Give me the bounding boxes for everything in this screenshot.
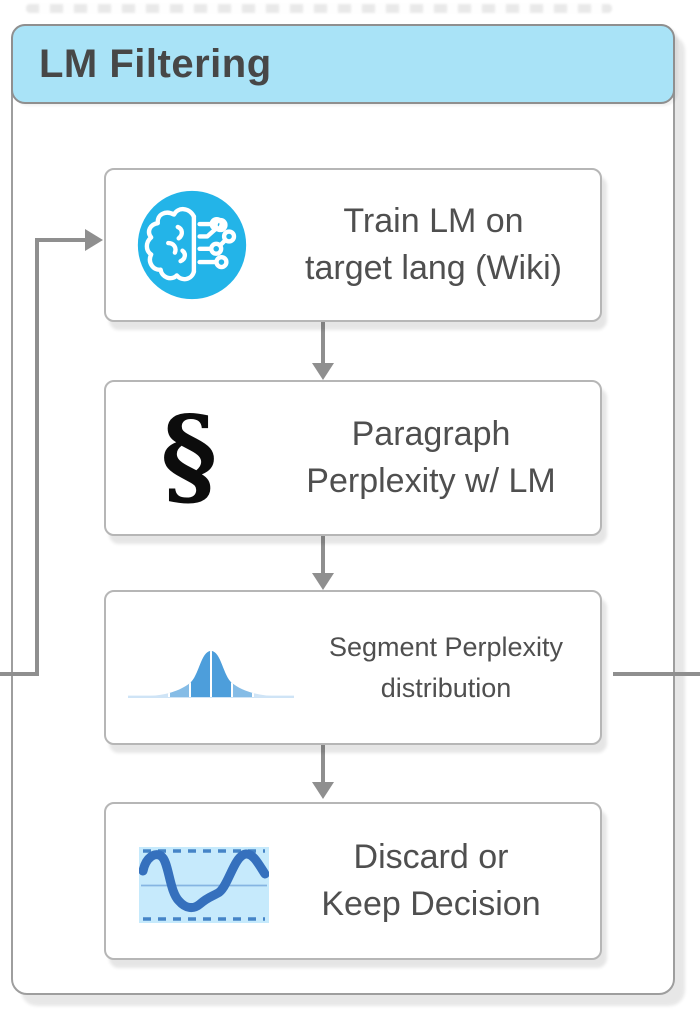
step-label-line2: distribution [380, 672, 512, 703]
step-label-line2: target lang (Wiki) [305, 249, 562, 287]
brain-circuit-icon [137, 190, 247, 300]
step-box-train-lm: Train LM on target lang (Wiki) [104, 168, 602, 322]
connector-segment-to-decision [321, 745, 325, 783]
panel-title: LM Filtering [39, 41, 272, 86]
section-sign-icon: § [160, 393, 218, 519]
connector-train-to-paragraph [321, 322, 325, 364]
step-label-line1: Discard or [353, 838, 509, 876]
wave-chart-icon [139, 847, 269, 923]
bell-curve-icon [128, 650, 294, 698]
step-label-segment-perplexity: Segment Perplexity distribution [302, 627, 600, 709]
step-box-paragraph-perplexity: § Paragraph Perplexity w/ LM [104, 380, 602, 536]
arrowhead-train-to-paragraph [312, 363, 334, 380]
arrowhead-paragraph-to-segment [312, 573, 334, 590]
connector-paragraph-to-segment [321, 536, 325, 574]
step-label-line1: Train LM on [343, 202, 524, 240]
connector-left-vertical [35, 238, 39, 676]
step-label-train-lm: Train LM on target lang (Wiki) [277, 198, 600, 292]
arrowhead-into-train-box [85, 229, 103, 251]
top-crop-artifact [26, 4, 612, 13]
wave-chart-zone [106, 839, 272, 923]
section-sign-zone: § [106, 402, 272, 510]
step-label-line2: Keep Decision [321, 885, 541, 923]
step-box-segment-perplexity: Segment Perplexity distribution [104, 590, 602, 745]
panel-header: LM Filtering [11, 24, 675, 104]
arrowhead-segment-to-decision [312, 782, 334, 799]
connector-right-outbound [613, 672, 700, 676]
step-label-line1: Segment Perplexity [328, 631, 564, 662]
bell-curve-zone [106, 633, 302, 703]
connector-left-inbound-horizontal [0, 672, 39, 676]
brain-icon-zone [106, 188, 277, 302]
step-label-line2: Perplexity w/ LM [306, 462, 556, 500]
connector-into-train-box [35, 238, 85, 242]
step-label-paragraph-perplexity: Paragraph Perplexity w/ LM [272, 411, 600, 505]
step-label-line1: Paragraph [351, 415, 511, 453]
step-label-discard-keep: Discard or Keep Decision [272, 834, 600, 928]
step-box-discard-keep: Discard or Keep Decision [104, 802, 602, 960]
